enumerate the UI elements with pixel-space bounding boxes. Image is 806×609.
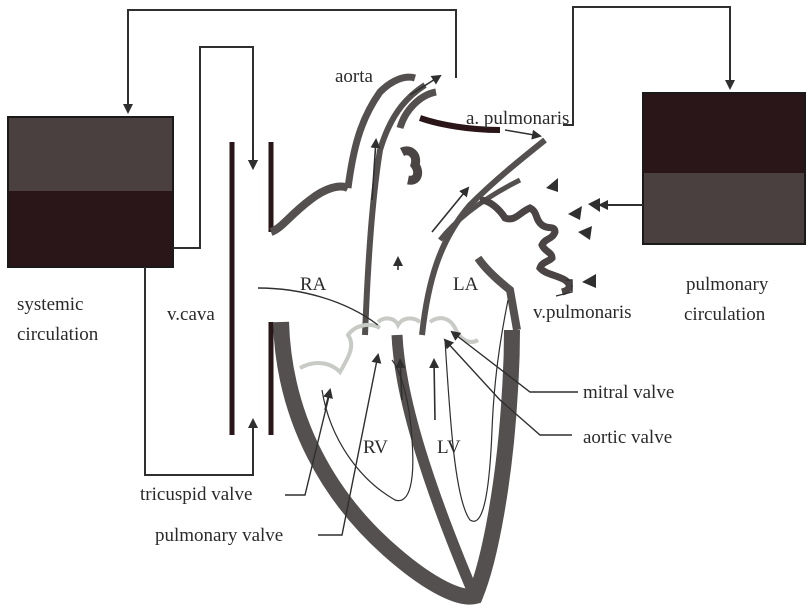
- pulmonary-valve-label: pulmonary valve: [155, 525, 283, 546]
- vein-arrowhead-1: [546, 178, 558, 192]
- left-atrium-wall: [478, 258, 517, 330]
- circulation-lines: [128, 7, 730, 475]
- pulmonary-circulation-label-2: circulation: [684, 304, 766, 325]
- systemic-to-vcava-lower-line: [145, 267, 253, 475]
- rv-label: RV: [363, 437, 388, 458]
- systemic-circulation-box: [8, 117, 173, 267]
- la-label: LA: [453, 274, 479, 295]
- ra-label: RA: [300, 274, 327, 295]
- aorta-inner-wall: [365, 85, 425, 335]
- systemic-circulation-label-2: circulation: [17, 324, 99, 345]
- vein-arrowhead-4: [582, 274, 596, 288]
- pulmonary-knot: [402, 151, 418, 180]
- mitral-valve-shape: [430, 318, 478, 342]
- heart-wall: [271, 77, 569, 596]
- right-atrium-outer-wall: [271, 187, 348, 233]
- pulmonary-circulation-box: [643, 93, 805, 244]
- a-pulmonaris-leader: [505, 130, 540, 136]
- v-pulmonaris-label: v.pulmonaris: [533, 302, 632, 323]
- vein-arrowhead-2: [568, 206, 582, 220]
- lv-label: LV: [437, 437, 461, 458]
- v-cava-label: v.cava: [167, 304, 215, 325]
- aorta-outer-wall: [348, 77, 415, 188]
- aortic-valve-label: aortic valve: [583, 427, 672, 448]
- heart-valves: [300, 318, 478, 372]
- tricuspid-valve-label: tricuspid valve: [140, 484, 252, 505]
- aorta-label: aorta: [335, 66, 374, 87]
- pulmonary-valve-shape: [378, 318, 420, 325]
- vein-arrowhead-3: [578, 226, 592, 240]
- a-pulmonaris-label: a. pulmonaris: [466, 108, 569, 129]
- lv-up-arrow: [434, 360, 435, 420]
- pulmonary-circulation-label-1: pulmonary: [686, 274, 769, 295]
- systemic-to-vcava-upper-line: [173, 47, 253, 248]
- mitral-valve-label: mitral valve: [583, 382, 674, 403]
- vein-arrowhead-5: [588, 198, 600, 212]
- systemic-circulation-label-1: systemic: [17, 294, 84, 315]
